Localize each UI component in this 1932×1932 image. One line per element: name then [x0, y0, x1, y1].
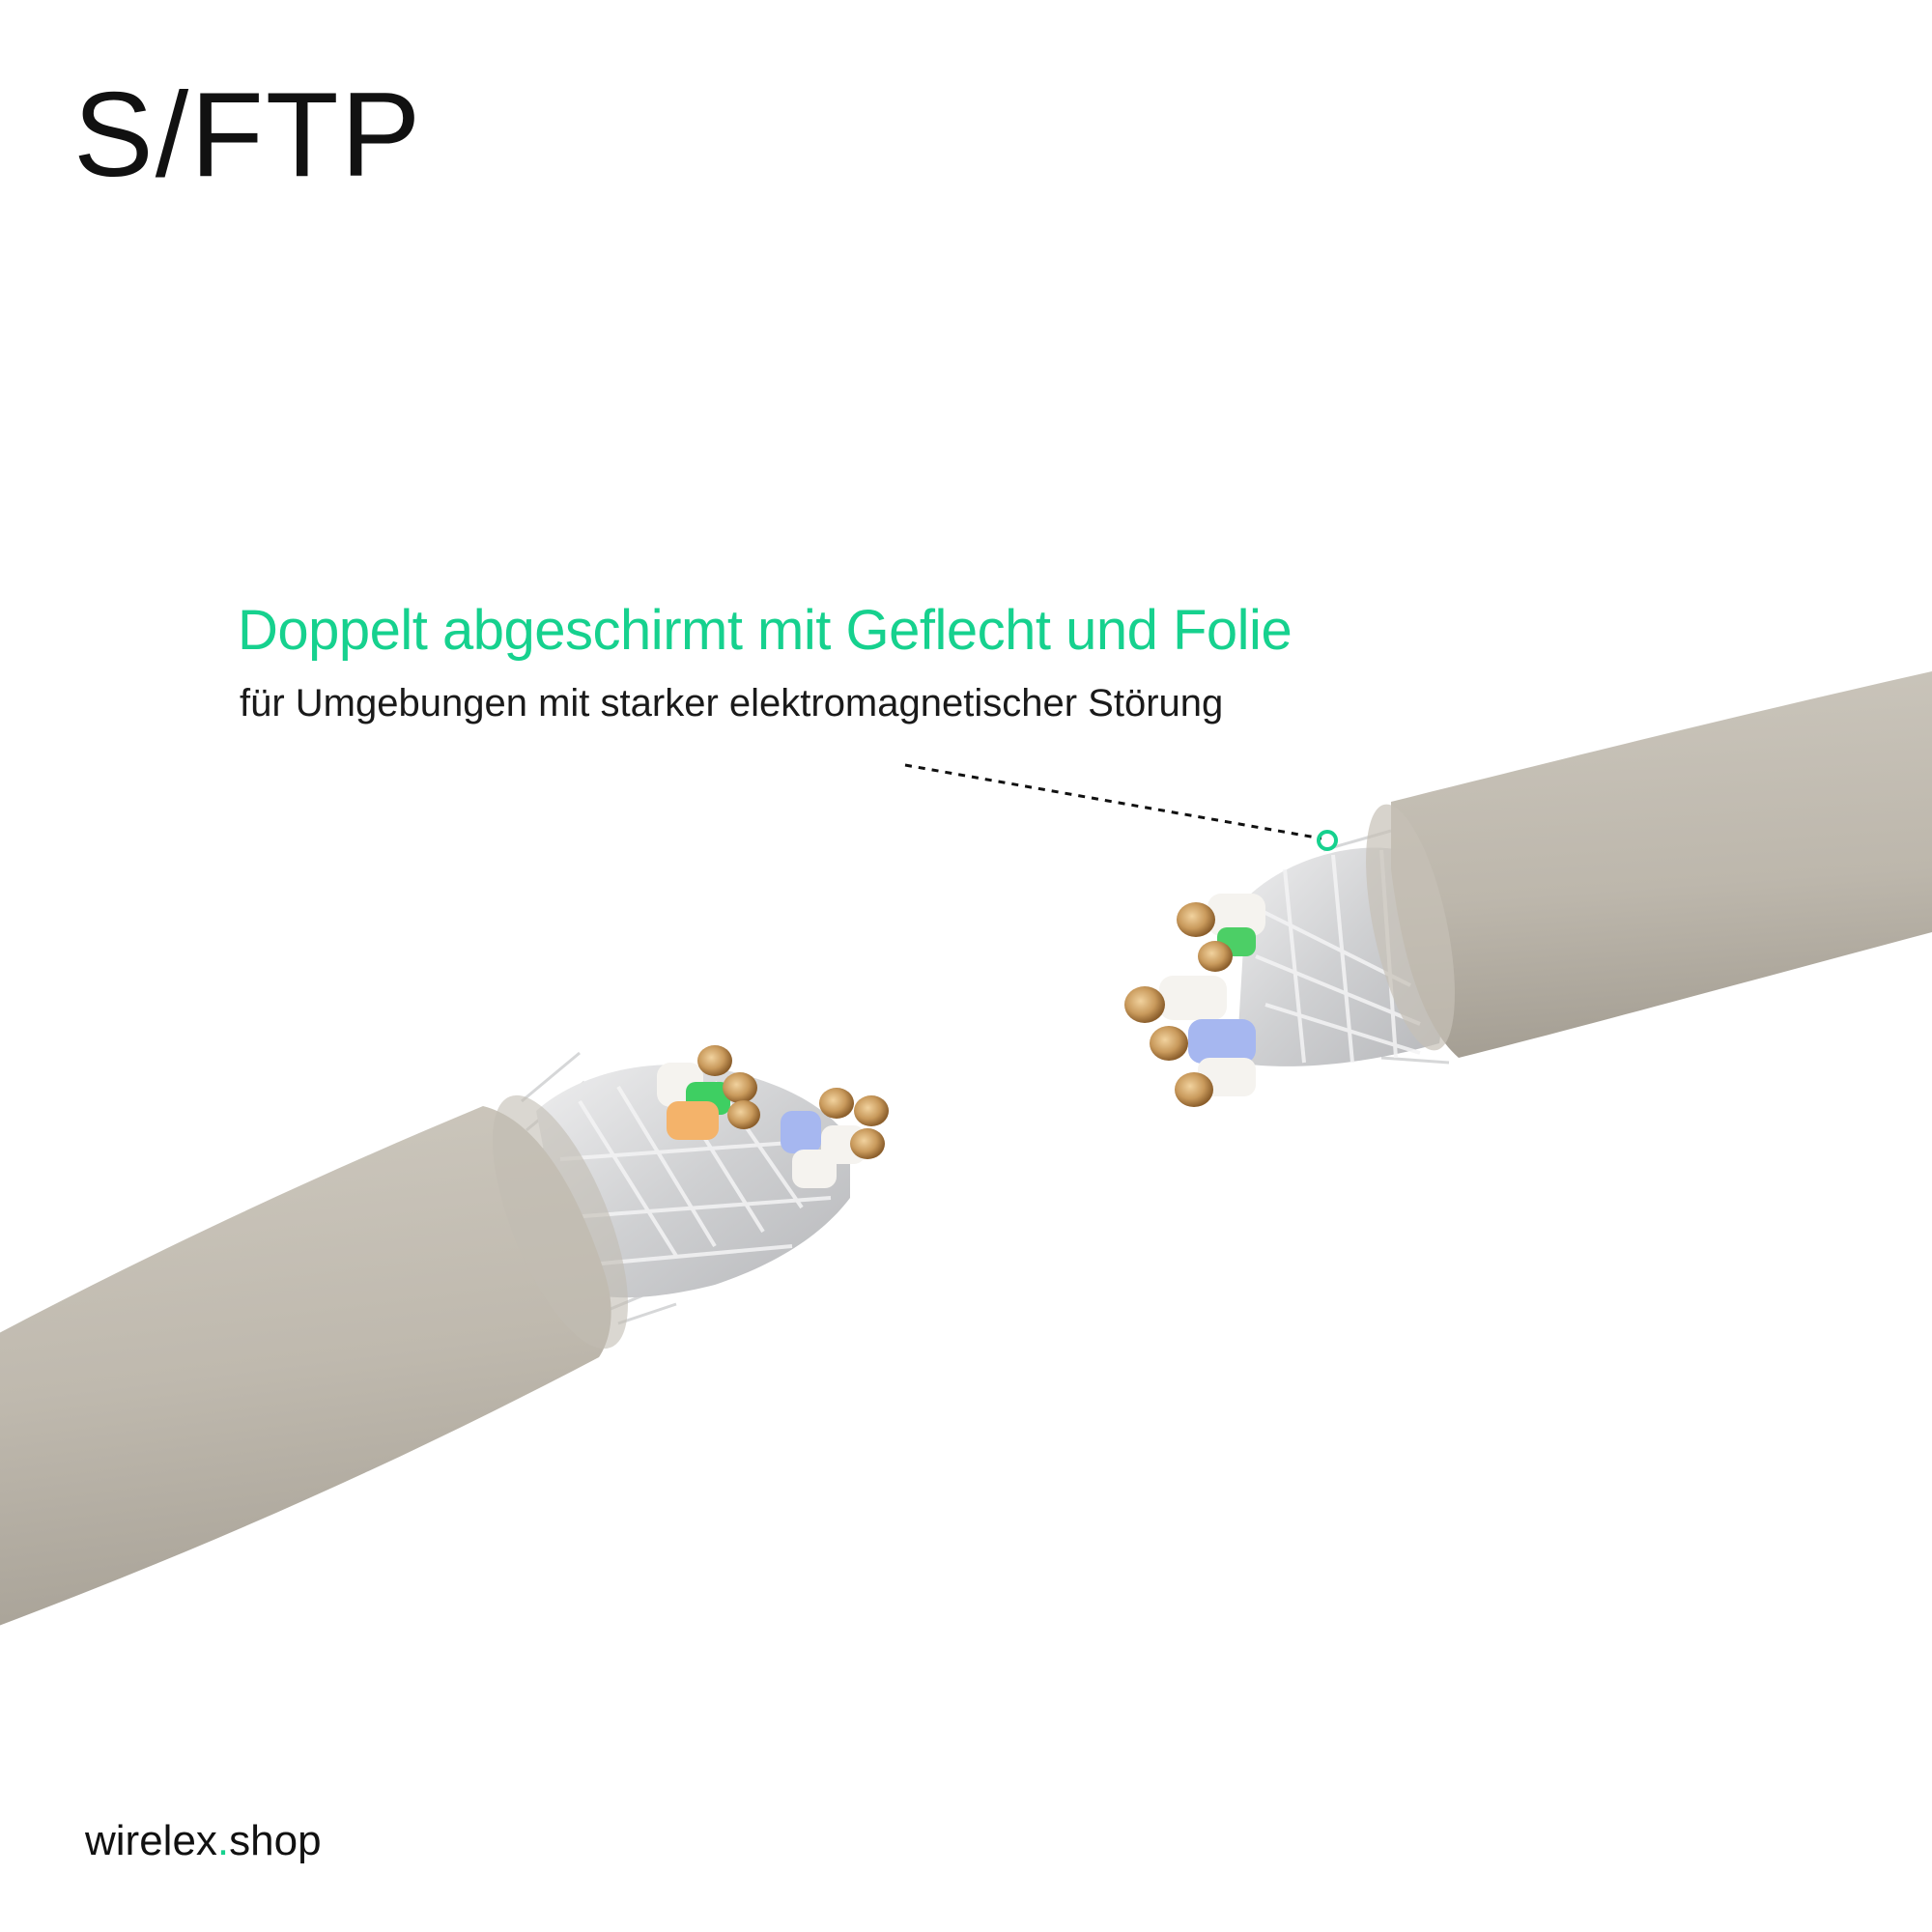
copper-conductor	[1124, 986, 1165, 1023]
left-wire-pairs	[657, 1045, 889, 1188]
brand-name: wirelex	[85, 1817, 217, 1864]
left-cable	[0, 1045, 889, 1626]
copper-conductor	[819, 1088, 854, 1119]
left-jacket	[0, 1106, 611, 1626]
right-jacket	[1391, 671, 1932, 1058]
callout-heading: Doppelt abgeschirmt mit Geflecht und Fol…	[238, 599, 1293, 662]
callout-leader-line	[904, 763, 1322, 840]
copper-conductor	[850, 1128, 885, 1159]
copper-conductor	[697, 1045, 732, 1076]
callout-marker	[1317, 830, 1338, 851]
brand-tld: shop	[229, 1817, 322, 1864]
right-cable	[1124, 671, 1932, 1107]
copper-conductor	[1198, 941, 1233, 972]
copper-conductor	[1150, 1026, 1188, 1061]
copper-conductor	[1177, 902, 1215, 937]
right-wire-pairs	[1124, 894, 1265, 1107]
copper-conductor	[727, 1100, 760, 1129]
copper-conductor	[723, 1072, 757, 1103]
brand-logo[interactable]: wirelex.shop	[85, 1820, 322, 1862]
copper-conductor	[1175, 1072, 1213, 1107]
page-title: S/FTP	[73, 69, 423, 202]
copper-conductor	[854, 1095, 889, 1126]
brand-dot: .	[216, 1817, 230, 1864]
callout-subheading: für Umgebungen mit starker elektromagnet…	[240, 682, 1224, 724]
